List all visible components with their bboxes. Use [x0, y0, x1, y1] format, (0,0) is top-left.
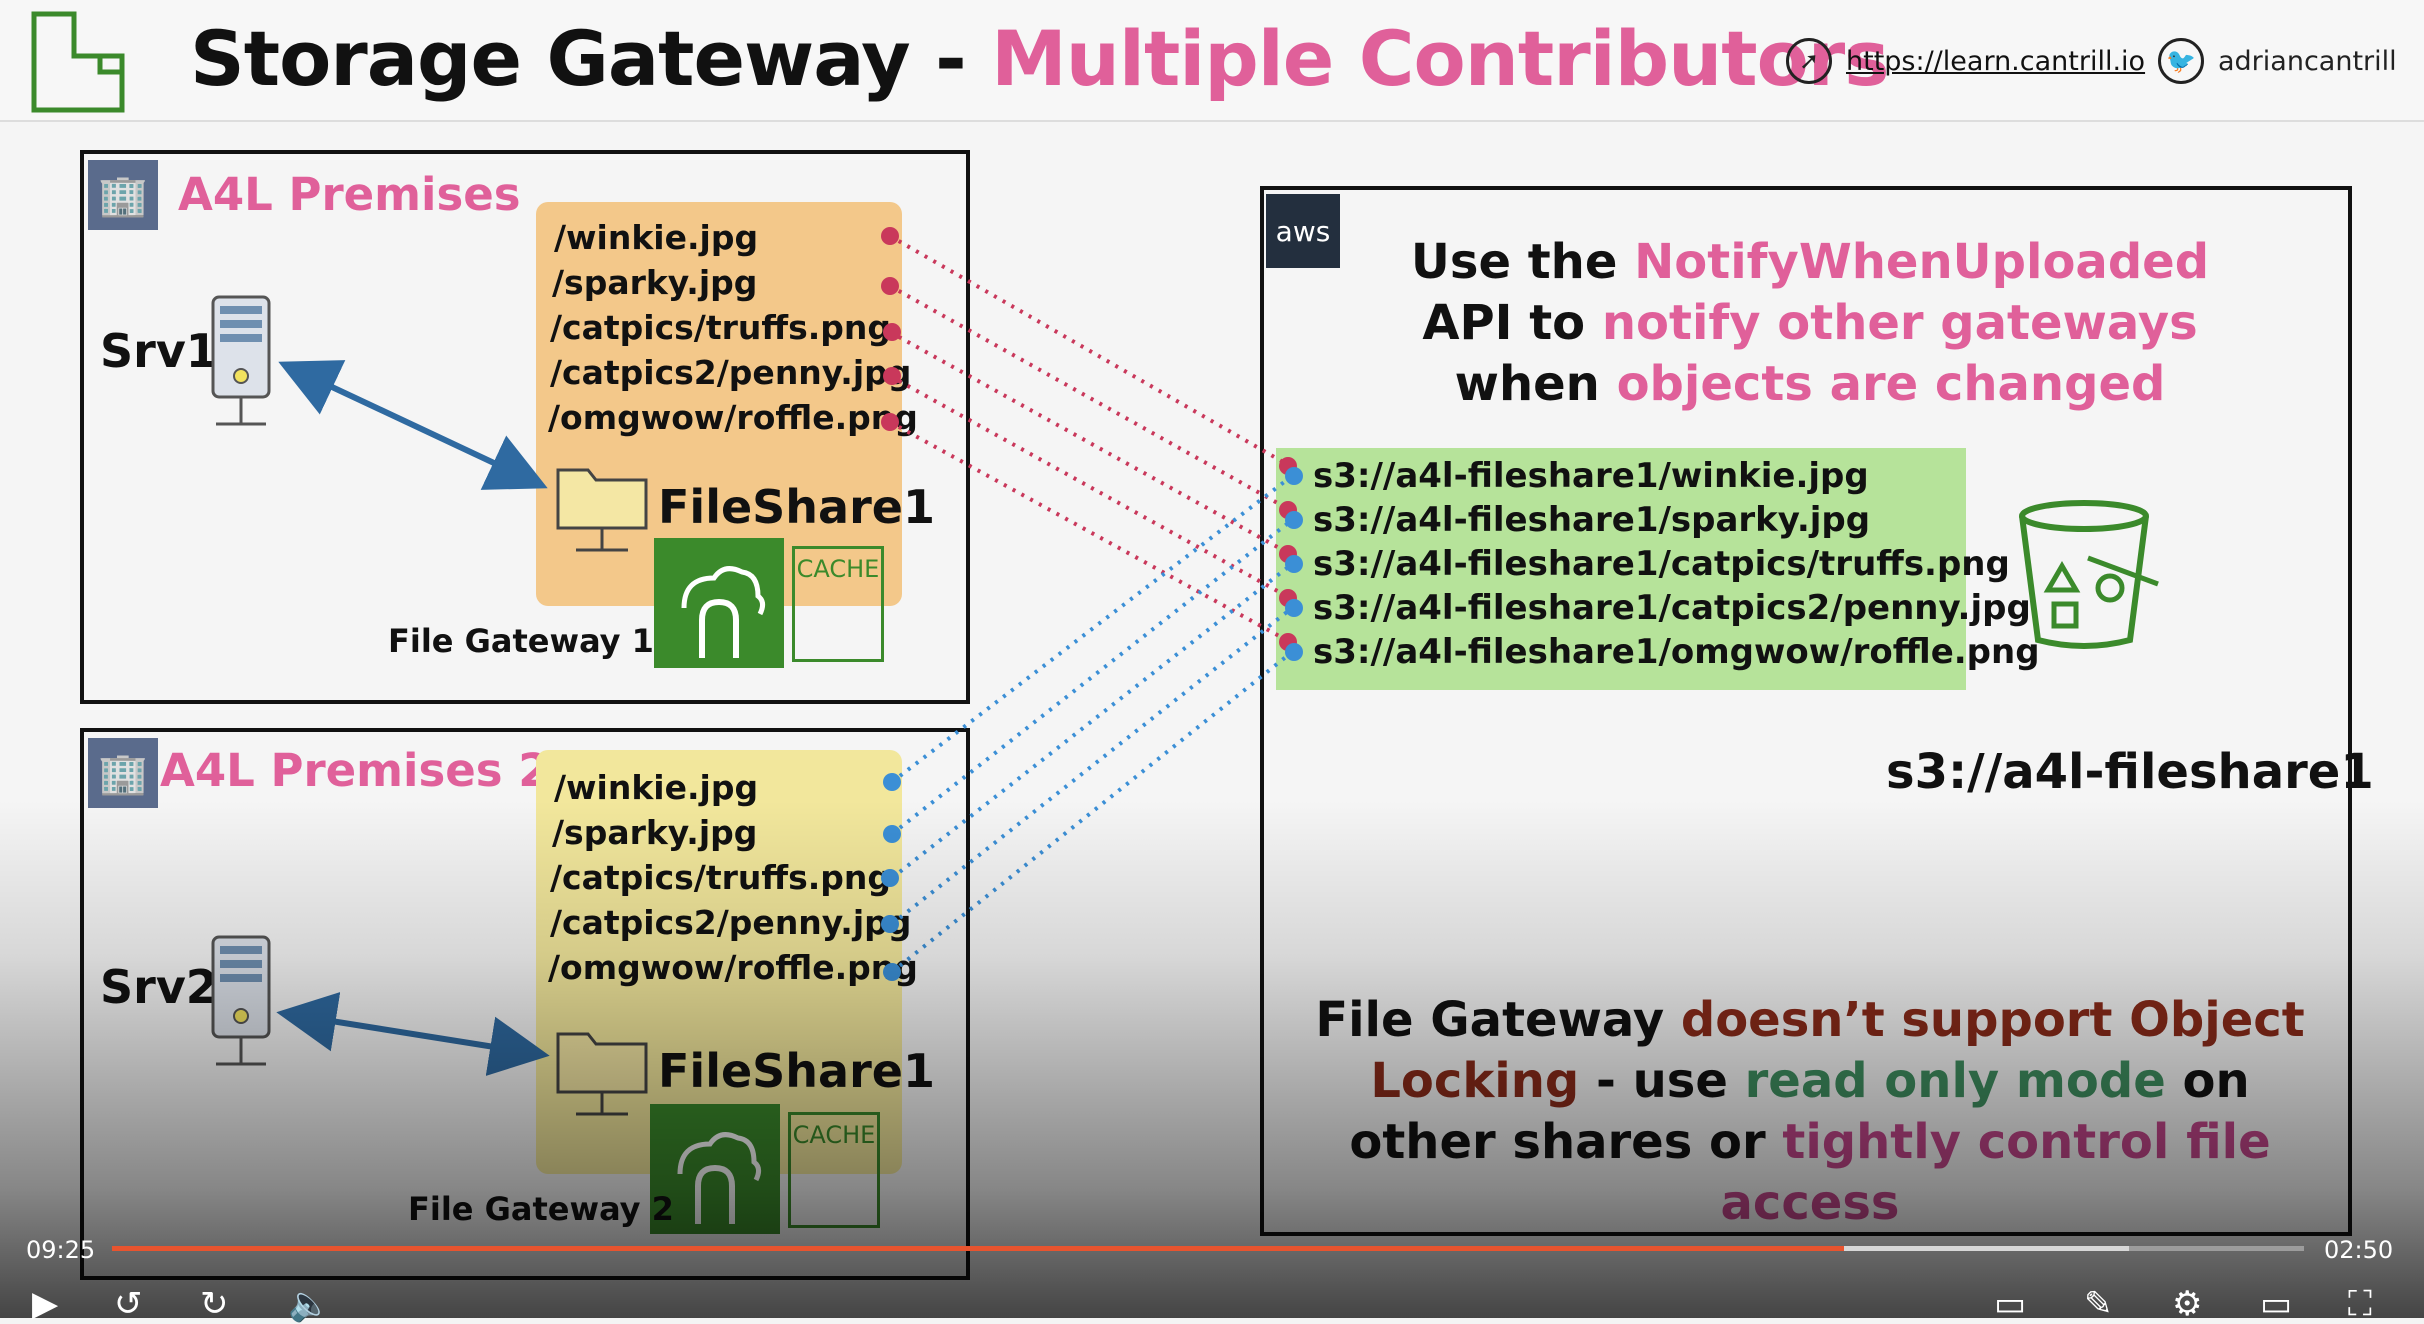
sync-dot: [883, 963, 901, 981]
progress-bar[interactable]: [112, 1246, 2304, 1251]
notify-text-part: Use the: [1410, 234, 1635, 290]
sync-dot: [1285, 467, 1303, 485]
s3-object: s3://a4l-fileshare1/winkie.jpg: [1313, 456, 1869, 496]
compass-icon: ➚: [1786, 38, 1832, 84]
server1-icon: [211, 295, 271, 426]
aws-badge-text: aws: [1275, 214, 1331, 248]
slide-header: Storage Gateway - Multiple Contributors …: [0, 0, 2424, 122]
sync-line-blue: [890, 518, 1294, 836]
captions-icon[interactable]: ▭: [1994, 1284, 2027, 1324]
p1-file: /catpics/truffs.png: [550, 308, 892, 347]
p1-file: /catpics2/penny.jpg: [550, 353, 912, 392]
bucket-name: s3://a4l-fileshare1: [1886, 744, 2374, 800]
forward-10-icon[interactable]: ↻: [200, 1284, 229, 1324]
premises2-label: A4L Premises 2: [160, 744, 550, 797]
sync-dot: [1285, 643, 1303, 661]
sync-dot: [1285, 599, 1303, 617]
sync-line-blue: [890, 650, 1294, 974]
notify-text: Use the NotifyWhenUploaded API to notify…: [1290, 232, 2330, 415]
sync-dot: [881, 413, 899, 431]
sync-dot: [881, 915, 899, 933]
sync-dot: [883, 323, 901, 341]
sync-line-blue: [890, 562, 1294, 880]
premises1-box: [80, 150, 970, 704]
folder-icon: [556, 468, 648, 552]
elapsed-time: 09:25: [26, 1236, 96, 1264]
sync-dot: [1285, 555, 1303, 573]
cache-label: CACHE: [796, 555, 880, 583]
folder-logo-icon: [31, 11, 125, 113]
srv1-share-arrow: [278, 360, 548, 490]
progress-fill: [112, 1246, 1844, 1251]
play-icon[interactable]: ▶: [32, 1284, 59, 1324]
volume-icon[interactable]: 🔈: [288, 1284, 331, 1324]
title-main: Storage Gateway -: [190, 14, 992, 103]
twitter-link[interactable]: 🐦 adriancantrill: [2158, 38, 2397, 84]
sync-dot: [881, 277, 899, 295]
s3-object: s3://a4l-fileshare1/catpics2/penny.jpg: [1313, 588, 2031, 628]
p1-gateway-label: File Gateway 1: [388, 622, 654, 660]
remaining-time: 02:50: [2324, 1236, 2394, 1264]
notes-icon[interactable]: ✎: [2084, 1284, 2113, 1324]
sync-dot: [883, 773, 901, 791]
notify-text-accent: notify other gateways: [1601, 295, 2198, 351]
sync-line-red: [889, 374, 1291, 600]
rewind-10-icon[interactable]: ↺: [114, 1284, 143, 1324]
notify-text-accent: objects are changed: [1616, 356, 2166, 412]
s3-objects-panel: [1276, 448, 1966, 690]
s3-object: s3://a4l-fileshare1/omgwow/roffle.png: [1313, 632, 2040, 672]
twitter-icon: 🐦: [2158, 38, 2204, 84]
fullscreen-icon[interactable]: ⛶: [2348, 1284, 2372, 1324]
title-accent: Multiple Contributors: [991, 14, 1889, 103]
premises1-label: A4L Premises: [178, 168, 521, 221]
video-player-controls: [0, 1220, 2424, 1318]
slide-title: Storage Gateway - Multiple Contributors: [190, 14, 1890, 103]
storage-gateway-icon: [654, 538, 784, 668]
sync-line-red: [889, 420, 1291, 644]
sync-dot: [881, 869, 899, 887]
sync-line-red: [889, 330, 1291, 556]
website-link[interactable]: ➚ https://learn.cantrill.io: [1786, 38, 2145, 84]
notify-api-name: NotifyWhenUploaded: [1634, 234, 2210, 290]
twitter-handle: adriancantrill: [2218, 45, 2397, 77]
sync-line-red: [889, 234, 1291, 468]
website-link-text[interactable]: https://learn.cantrill.io: [1846, 45, 2146, 77]
notify-text-part: when: [1454, 356, 1617, 412]
building-icon: 🏢: [88, 738, 158, 808]
aws-logo-icon: aws: [1266, 194, 1340, 268]
sync-dot: [883, 825, 901, 843]
theater-mode-icon[interactable]: ▭: [2260, 1284, 2293, 1324]
s3-bucket-icon: [2019, 500, 2159, 649]
settings-icon[interactable]: ⚙: [2172, 1284, 2203, 1324]
sync-line-red: [889, 284, 1291, 512]
sync-dot: [881, 227, 899, 245]
sync-line-blue: [890, 474, 1294, 784]
s3-object: s3://a4l-fileshare1/catpics/truffs.png: [1313, 544, 2010, 584]
cache-icon: CACHE: [792, 546, 884, 662]
s3-object: s3://a4l-fileshare1/sparky.jpg: [1313, 500, 1871, 540]
p1-file: /winkie.jpg: [554, 218, 759, 257]
sync-dot: [1285, 511, 1303, 529]
srv2-share-arrow: [276, 992, 550, 1076]
sync-dot: [883, 367, 901, 385]
p1-file: /omgwow/roffle.png: [548, 398, 918, 437]
notify-text-part: API to: [1422, 295, 1602, 351]
srv1-label: Srv1: [100, 324, 218, 378]
building-icon: 🏢: [88, 160, 158, 230]
p1-fileshare-label: FileShare1: [658, 480, 935, 534]
sync-line-blue: [890, 606, 1294, 926]
p1-file: /sparky.jpg: [552, 263, 758, 302]
